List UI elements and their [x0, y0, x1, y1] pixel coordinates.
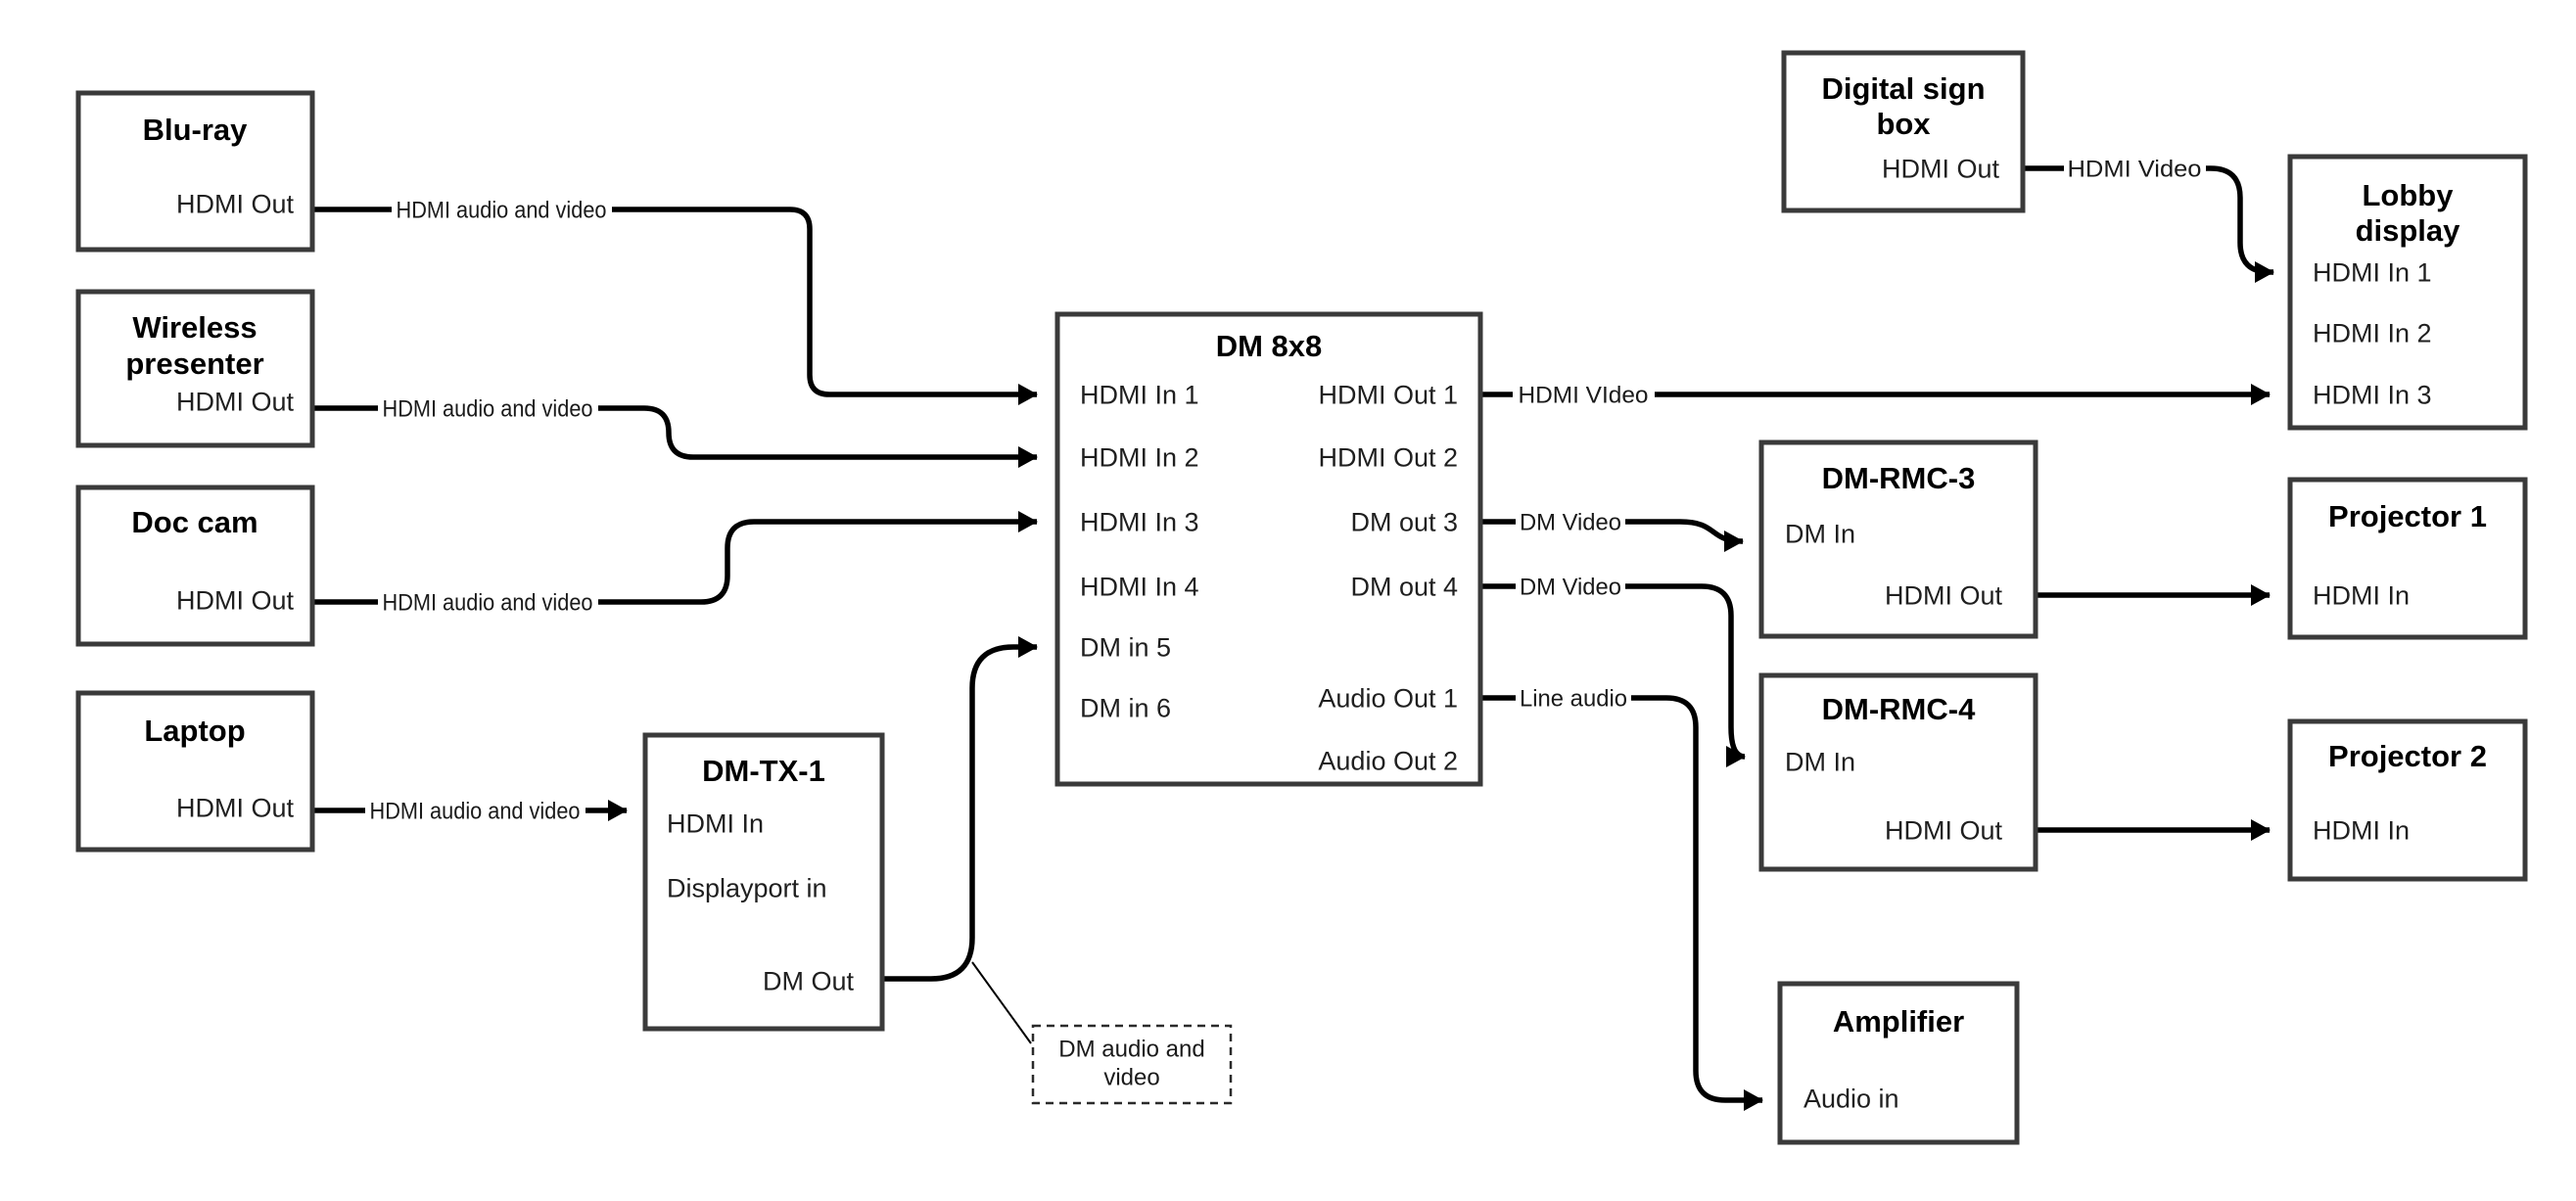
edge-label: HDMI Video: [2068, 156, 2202, 182]
node-amplifier: Amplifier Audio in: [1777, 981, 2020, 1145]
edge-dmtx1-to-dm8x8-in5: [882, 636, 1038, 1044]
edge-wireless-to-dm8x8-in2: HDMI audio and video: [312, 395, 1038, 468]
port-hdmi-out: HDMI Out: [1885, 815, 2003, 845]
edge-dm8x8-out3-to-dmrmc3: DM Video: [1480, 509, 1744, 552]
edge-laptop-to-dmtx1: HDMI audio and video: [312, 798, 628, 824]
port-hdmi-out-2: HDMI Out 2: [1318, 442, 1458, 472]
node-title: Blu-ray: [143, 113, 249, 147]
port-hdmi-out: HDMI Out: [1885, 580, 2003, 610]
callout-text-line1: DM audio and: [1058, 1036, 1204, 1062]
node-title: DM-TX-1: [702, 754, 825, 788]
port-hdmi-in: HDMI In: [667, 808, 764, 838]
node-blu-ray: Blu-ray HDMI Out: [75, 90, 315, 253]
port-hdmi-in: HDMI In: [2313, 815, 2410, 845]
port-hdmi-out: HDMI Out: [1882, 154, 2000, 183]
port-hdmi-in-1: HDMI In 1: [1080, 380, 1199, 409]
node-title: Lobby: [2363, 178, 2455, 212]
edge-label: HDMI audio and video: [370, 798, 581, 824]
port-dm-out-4: DM out 4: [1350, 572, 1458, 601]
node-dm-tx-1: DM-TX-1 HDMI In Displayport in DM Out: [642, 732, 885, 1032]
node-laptop: Laptop HDMI Out: [75, 690, 315, 853]
port-dm-out: DM Out: [763, 966, 855, 995]
node-dm-rmc-3: DM-RMC-3 DM In HDMI Out: [1758, 439, 2038, 639]
node-title: Digital sign: [1821, 71, 1985, 106]
port-hdmi-in-2: HDMI In 2: [1080, 442, 1199, 472]
port-audio-out-2: Audio Out 2: [1318, 746, 1458, 775]
port-hdmi-in-2: HDMI In 2: [2313, 318, 2432, 347]
edge-bluray-to-dm8x8-in1: HDMI audio and video: [312, 197, 1038, 405]
node-title: Doc cam: [131, 505, 258, 539]
port-dm-in: DM In: [1785, 747, 1855, 776]
edge-label: HDMI audio and video: [383, 395, 593, 422]
port-audio-in: Audio in: [1803, 1084, 1899, 1113]
port-hdmi-out-1: HDMI Out 1: [1318, 380, 1458, 409]
node-title: Projector 1: [2328, 499, 2487, 533]
node-title: DM-RMC-3: [1822, 461, 1976, 495]
edge-dm8x8-out4-to-dmrmc4: DM Video: [1480, 574, 1746, 767]
node-title-line2: presenter: [125, 346, 263, 381]
edges: HDMI audio and video HDMI audio and vide…: [312, 156, 2274, 1111]
port-hdmi-out: HDMI Out: [176, 793, 295, 822]
edge-dm8x8-audio1-to-amplifier: Line audio: [1480, 685, 1763, 1111]
callout-text-line2: video: [1103, 1064, 1159, 1090]
node-title-line2: box: [1876, 107, 1931, 141]
node-title: DM 8x8: [1216, 329, 1323, 363]
node-lobby-display: Lobby display HDMI In 1 HDMI In 2 HDMI I…: [2287, 154, 2528, 431]
node-title: DM-RMC-4: [1822, 692, 1976, 726]
port-dm-in-5: DM in 5: [1080, 632, 1171, 662]
port-hdmi-in: HDMI In: [2313, 580, 2410, 610]
node-projector-1: Projector 1 HDMI In: [2287, 477, 2528, 640]
edge-label: HDMI VIdeo: [1519, 382, 1649, 408]
port-dm-in-6: DM in 6: [1080, 693, 1171, 722]
port-dm-in: DM In: [1785, 519, 1855, 548]
node-doc-cam: Doc cam HDMI Out: [75, 485, 315, 647]
edge-label: HDMI audio and video: [383, 589, 593, 616]
edge-doccam-to-dm8x8-in3: HDMI audio and video: [312, 511, 1038, 616]
port-hdmi-out: HDMI Out: [176, 387, 295, 416]
edge-label: Line audio: [1520, 685, 1627, 712]
port-hdmi-in-1: HDMI In 1: [2313, 257, 2432, 287]
port-hdmi-out: HDMI Out: [176, 585, 295, 615]
edge-label: DM Video: [1520, 574, 1621, 600]
callout-leader-line: [971, 961, 1032, 1044]
node-wireless-presenter: Wireless presenter HDMI Out: [75, 289, 315, 448]
edge-digitalsign-to-lobby-in1: HDMI Video: [2023, 156, 2274, 283]
node-title: Laptop: [144, 714, 245, 748]
port-hdmi-in-4: HDMI In 4: [1080, 572, 1199, 601]
port-dm-out-3: DM out 3: [1350, 507, 1458, 536]
node-title: Amplifier: [1833, 1004, 1964, 1039]
node-digital-sign-box: Digital sign box HDMI Out: [1781, 50, 2026, 213]
port-hdmi-in-3: HDMI In 3: [1080, 507, 1199, 536]
port-hdmi-in-3: HDMI In 3: [2313, 380, 2432, 409]
node-dm-rmc-4: DM-RMC-4 DM In HDMI Out: [1758, 672, 2038, 872]
node-title: Wireless: [132, 310, 257, 345]
callout-dm-audio-and-video: DM audio and video: [1031, 1024, 1233, 1105]
edge-label: HDMI audio and video: [397, 197, 607, 223]
node-dm-8x8: DM 8x8 HDMI In 1 HDMI In 2 HDMI In 3 HDM…: [1054, 311, 1483, 787]
edge-dm8x8-out1-to-lobby-in3: HDMI VIdeo: [1480, 382, 2271, 408]
edge-label: DM Video: [1520, 509, 1621, 535]
port-audio-out-1: Audio Out 1: [1318, 683, 1458, 713]
node-title-line2: display: [2356, 213, 2461, 248]
node-title: Projector 2: [2328, 739, 2487, 773]
port-displayport-in: Displayport in: [667, 873, 827, 902]
port-hdmi-out: HDMI Out: [176, 189, 295, 218]
node-projector-2: Projector 2 HDMI In: [2287, 718, 2528, 882]
